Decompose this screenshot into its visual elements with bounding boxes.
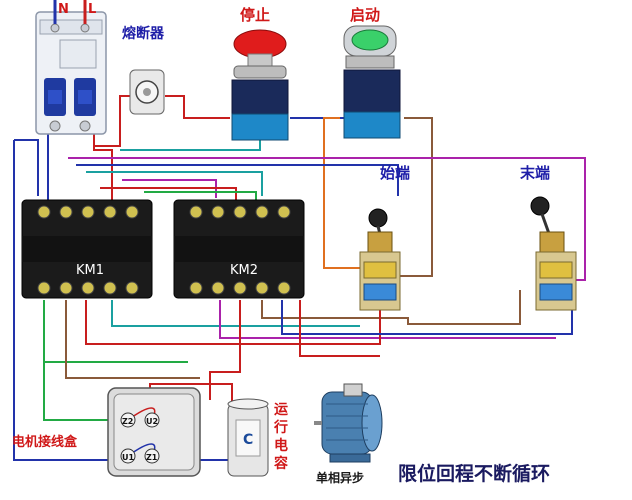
breaker-top-wires bbox=[53, 0, 87, 24]
label-l: L bbox=[88, 2, 96, 17]
junction-terminal-z1: Z1 bbox=[144, 448, 160, 464]
label-fuse: 熔断器 bbox=[122, 25, 165, 42]
wire-l-feed bbox=[93, 134, 113, 200]
wire-km2-red-down bbox=[209, 300, 241, 400]
wire-km1-green-2 bbox=[43, 362, 120, 421]
label-junction-box: 电机接线盒 bbox=[12, 434, 78, 450]
terminal-z2-label: Z2 bbox=[122, 417, 133, 426]
wire-km2-purple bbox=[219, 300, 556, 339]
label-km1: KM1 bbox=[76, 263, 104, 278]
limit-switch-start bbox=[359, 208, 401, 311]
label-n: N bbox=[58, 2, 69, 17]
label-start: 启动 bbox=[350, 6, 380, 24]
label-stop: 停止 bbox=[240, 6, 270, 24]
fuse bbox=[129, 69, 165, 115]
wire-km1-out-teal bbox=[111, 300, 360, 327]
circuit-breaker bbox=[35, 11, 107, 135]
wire-bus-purple-top bbox=[68, 157, 586, 281]
wire-fuse-stop bbox=[165, 95, 230, 119]
wire-km2-out-brown bbox=[261, 290, 521, 325]
label-motor: 单相异步 bbox=[316, 470, 364, 485]
junction-terminal-z2: Z2 bbox=[120, 412, 136, 428]
wire-km2-blue bbox=[281, 290, 573, 335]
capacitor-char-3: 电 bbox=[274, 437, 288, 454]
label-start-end: 始端 bbox=[380, 164, 410, 182]
wire-bus-red-2 bbox=[100, 187, 237, 200]
label-km2: KM2 bbox=[230, 263, 258, 278]
wire-start-coil bbox=[120, 140, 261, 151]
wire-start-limit-2 bbox=[396, 117, 433, 277]
stop-button bbox=[231, 29, 289, 141]
limit-switch-end bbox=[530, 196, 577, 311]
terminal-z1-label: Z1 bbox=[146, 453, 158, 462]
label-end-end: 末端 bbox=[520, 164, 550, 182]
start-button bbox=[343, 25, 401, 139]
run-capacitor: C bbox=[227, 398, 269, 477]
wire-bus-blue-3 bbox=[76, 164, 399, 196]
diagram-title: 限位回程不断循环 bbox=[398, 462, 550, 485]
contactor-km2 bbox=[173, 199, 305, 299]
capacitor-char-2: 行 bbox=[273, 419, 288, 436]
single-phase-motor bbox=[314, 383, 383, 463]
wire-start-limit bbox=[323, 117, 360, 269]
wire-km1-red bbox=[85, 290, 381, 345]
label-capacitor: 运 行 电 容 bbox=[273, 402, 288, 472]
wire-bus-teal bbox=[86, 171, 263, 196]
wire-limit-red bbox=[299, 300, 380, 357]
capacitor-logo: C bbox=[243, 432, 253, 448]
terminal-u2-label: U2 bbox=[146, 417, 158, 426]
wire-km1-brown bbox=[65, 300, 200, 379]
junction-terminal-u2: U2 bbox=[144, 412, 160, 428]
capacitor-char-1: 运 bbox=[274, 402, 288, 418]
contactor-km1 bbox=[21, 199, 153, 299]
wire-l-fuse bbox=[94, 95, 130, 147]
wire-bus-green bbox=[144, 191, 257, 200]
terminal-u1-label: U1 bbox=[122, 453, 134, 462]
wire-bus-blue bbox=[14, 139, 39, 196]
wire-bus-blue-2 bbox=[13, 140, 120, 461]
wires bbox=[13, 95, 586, 461]
capacitor-char-4: 容 bbox=[273, 455, 288, 472]
junction-terminal-u1: U1 bbox=[120, 448, 136, 464]
